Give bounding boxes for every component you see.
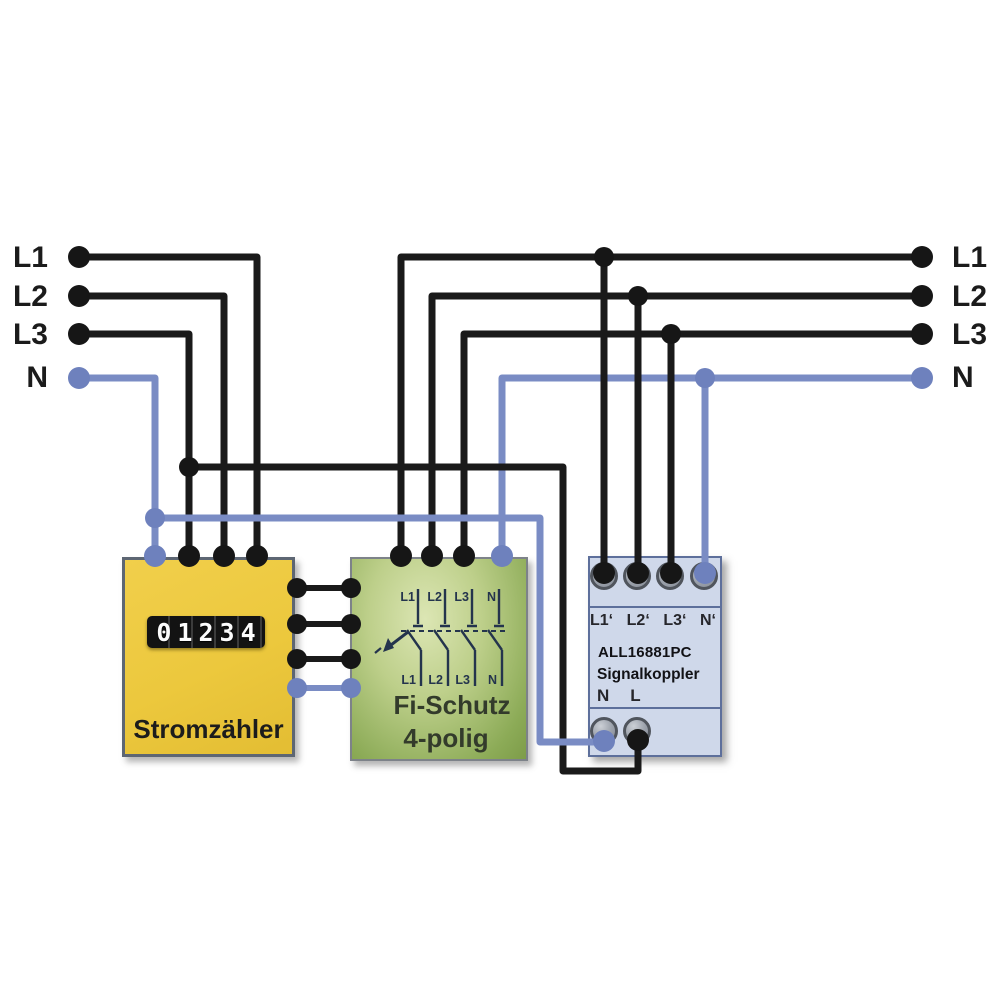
meter-terminal-dot-l3 — [178, 545, 200, 567]
rcd-in-dot-l1 — [341, 578, 361, 598]
coupler-input-labels: L1‘ L2‘ L3‘ N‘ — [590, 612, 716, 630]
meter-counter-display: 01234 — [147, 616, 265, 648]
meter-terminal-dot-l1 — [246, 545, 268, 567]
rcd-subtitle: 4-polig — [403, 723, 489, 753]
rcd-pole-label-top-l2: L2 — [427, 590, 442, 604]
coupler-divider-bottom — [588, 707, 722, 709]
coupler-label-out-n: N — [597, 686, 610, 705]
rcd-trip-arrow-tail — [374, 647, 382, 654]
left-label-l2: L2 — [12, 280, 48, 313]
coupler-wire-dot-out-n — [593, 730, 615, 752]
junction-dot-l3-coupler — [661, 324, 681, 344]
junction-dot-l2-coupler — [628, 286, 648, 306]
coupler-model: ALL16881PC — [598, 644, 692, 661]
left-terminal-dot-l3 — [68, 323, 90, 345]
rcd-pole-label-top-l1: L1 — [400, 590, 415, 604]
right-terminal-dot-l3 — [911, 323, 933, 345]
wire-l1-rcd-to-right — [397, 253, 922, 558]
rcd-pole-label-bot-l3: L3 — [455, 673, 470, 687]
rcd-breaker-symbol — [374, 589, 506, 686]
left-terminal-dot-l2 — [68, 285, 90, 307]
coupler-label-n: N‘ — [699, 612, 716, 629]
wire-n-right-to-rcd — [498, 374, 922, 558]
rcd-pole-3 — [460, 589, 477, 686]
right-terminal-dot-l2 — [911, 285, 933, 307]
left-terminal-dot-n — [68, 367, 90, 389]
junction-dot-l1-coupler — [594, 247, 614, 267]
rcd-in-dot-l2 — [341, 614, 361, 634]
rcd-pole-label-bot-n: N — [488, 673, 497, 687]
left-label-n: N — [26, 361, 48, 394]
wire-l2-left-to-meter — [79, 292, 228, 560]
coupler-label-l3: L3‘ — [663, 612, 687, 629]
right-label-l2: L2 — [952, 280, 988, 313]
wire-l2-rcd-to-right — [428, 292, 922, 558]
meter-terminal-dot-l2 — [213, 545, 235, 567]
left-label-l1: L1 — [12, 241, 48, 274]
right-label-n: N — [952, 361, 974, 394]
rcd-in-dot-n — [341, 678, 361, 698]
coupler-wire-dot-l1 — [593, 562, 615, 584]
coupler-label-l2: L2‘ — [626, 612, 650, 629]
junction-dot-n-coupler — [695, 368, 715, 388]
left-label-l3: L3 — [12, 318, 48, 351]
meter-out-dot-n — [287, 678, 307, 698]
right-terminal-dot-l1 — [911, 246, 933, 268]
rcd-pole-4 — [487, 589, 504, 686]
meter-reading: 01234 — [156, 617, 262, 647]
meter-out-dot-l2 — [287, 614, 307, 634]
wire-l1-left-to-meter — [79, 253, 261, 560]
junction-dot-l3-branch — [179, 457, 199, 477]
wire-l3-branch-to-coupler-l — [189, 463, 642, 775]
rcd-pole-2 — [433, 589, 450, 686]
coupler-wire-dot-l2 — [627, 562, 649, 584]
rcd-pole-label-bot-l2: L2 — [428, 673, 443, 687]
rcd-in-dot-l3 — [341, 649, 361, 669]
coupler-label-l1: L1‘ — [590, 612, 614, 629]
rcd-pole-label-bot-l1: L1 — [401, 673, 416, 687]
meter-title: Stromzähler — [133, 714, 284, 744]
coupler-wire-dot-out-l — [627, 729, 649, 751]
coupler-wire-dot-n — [694, 562, 716, 584]
meter-out-dot-l1 — [287, 578, 307, 598]
wire-l3-left-to-meter — [79, 330, 193, 560]
right-label-l3: L3 — [952, 318, 988, 351]
rcd-pole-labels: L1 L2 L3 N L1 L2 L3 N — [400, 590, 497, 687]
junction-dot-n-branch — [145, 508, 165, 528]
coupler-wire-dot-l3 — [660, 562, 682, 584]
right-label-l1: L1 — [952, 241, 988, 274]
left-terminal-dot-l1 — [68, 246, 90, 268]
rcd-pole-label-top-l3: L3 — [454, 590, 469, 604]
rcd-pole-1 — [406, 589, 423, 686]
meter-out-dot-l3 — [287, 649, 307, 669]
coupler-label-out-l: L — [630, 686, 641, 705]
rcd-pole-label-top-n: N — [487, 590, 496, 604]
rcd-trip-arrow-head — [383, 638, 394, 652]
rcd-trip-arrow-shaft — [390, 630, 409, 647]
rcd-terminal-dot-l3 — [453, 545, 475, 567]
rcd-terminal-dot-l2 — [421, 545, 443, 567]
rcd-terminal-dot-l1 — [390, 545, 412, 567]
rcd-title: Fi-Schutz — [393, 690, 511, 720]
wire-n-left-to-meter — [79, 374, 159, 560]
coupler-name: Signalkoppler — [597, 666, 700, 683]
coupler-divider-top — [588, 606, 722, 608]
wire-n-branch-to-coupler — [155, 514, 600, 746]
rcd-terminal-dot-n — [491, 545, 513, 567]
right-terminal-dot-n — [911, 367, 933, 389]
meter-terminal-dot-n — [144, 545, 166, 567]
wire-l3-rcd-to-right — [460, 330, 922, 558]
